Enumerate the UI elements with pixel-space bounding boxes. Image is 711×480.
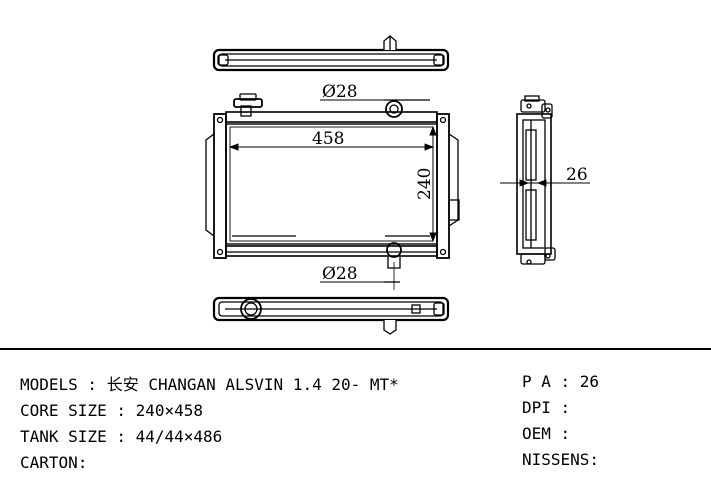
spec-carton: CARTON: [20,453,88,472]
top-pipe-diameter-label: Ø28 [322,82,358,102]
spec-pa: P A : 26 [522,372,600,391]
spec-core-size: CORE SIZE : 240×458 [20,401,204,420]
spec-tank-size: TANK SIZE : 44/44×486 [20,427,223,446]
front-view [205,93,460,290]
core-width-label: 458 [312,129,344,149]
spec-oem: OEM : [522,424,571,443]
side-depth-label: 26 [566,165,588,185]
spec-dpi: DPI : [522,398,571,417]
section-divider [0,348,711,350]
radiator-technical-drawing: Ø28 458 240 Ø28 26 [205,35,590,335]
dimension-lines [228,99,590,283]
spec-nissens: NISSENS: [522,450,600,469]
spec-models: MODELS : 长安 CHANGAN ALSVIN 1.4 20- MT* [20,375,399,394]
core-height-label: 240 [415,168,435,200]
bottom-tank-view [212,296,450,335]
top-tank-view [212,35,450,72]
side-view [516,95,556,265]
bottom-pipe-diameter-label: Ø28 [322,264,358,284]
